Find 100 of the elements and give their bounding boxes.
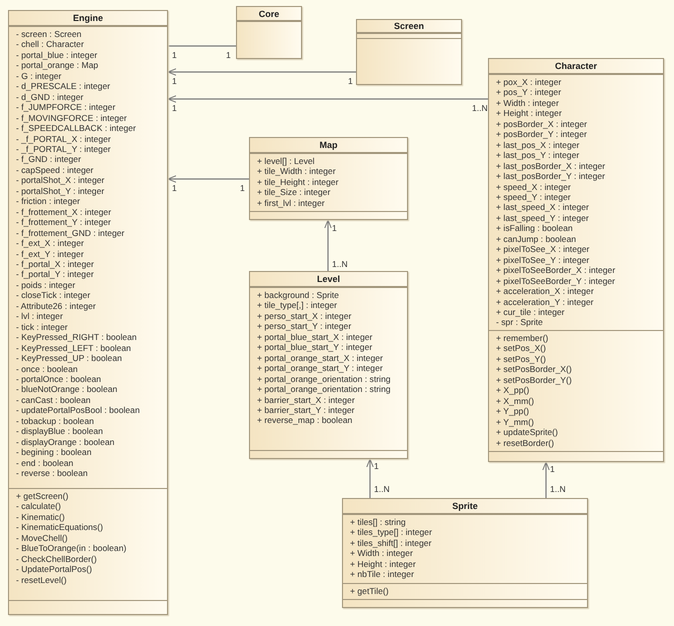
class-box (488, 58, 664, 462)
member-text: - begining : boolean (16, 447, 92, 458)
member-text: + portal_orange_orientation : string (257, 384, 391, 395)
member-text: + nbTile : integer (350, 569, 414, 580)
association-arrow (168, 175, 249, 183)
multiplicity-label: 1 (172, 76, 177, 86)
member-text: - friction : integer (16, 196, 80, 207)
member-text: - f_JUMPFORCE : integer (16, 102, 116, 113)
member-text: + last_speed_Y : integer (496, 212, 589, 224)
member-text: + canJump : boolean (496, 234, 576, 244)
member-text: - end : boolean (16, 458, 74, 468)
member-text: - f_frottement_GND : integer (16, 228, 124, 238)
class-name: Screen (394, 21, 424, 31)
class-name: Level (316, 274, 340, 284)
member-text: + posBorder_Y : integer (496, 129, 587, 140)
member-text: + tile_Size : integer (257, 187, 330, 198)
member-text: - displayOrange : boolean (16, 436, 114, 448)
multiplicity-label: 1 (172, 103, 177, 113)
member-text: + perso_start_X : integer (257, 310, 352, 322)
member-text: - portal_blue : integer (16, 50, 98, 60)
class-box (356, 19, 462, 85)
member-compartment (489, 74, 663, 330)
multiplicity-label: 1..N (332, 259, 348, 269)
member-text: - updatePortalPosBool : boolean (16, 405, 140, 416)
member-text: - chell : Character (16, 39, 84, 50)
class-box (249, 137, 408, 220)
member-text: + setPosBorder_X() (496, 364, 572, 375)
member-text: - resetLevel() (16, 574, 67, 586)
member-text: + portal_orange_orientation : string (257, 374, 391, 384)
member-text: - blueNotOrange : boolean (16, 384, 118, 395)
member-text: + pixelToSeeBorder_Y : integer (496, 276, 616, 286)
member-text: + pos_Y : integer (496, 87, 562, 98)
member-text: + last_pos_X : integer (496, 140, 580, 150)
member-text: - tobackup : boolean (16, 416, 94, 426)
member-text: - displayBlue : boolean (16, 426, 103, 437)
member-text: + portal_orange_start_X : integer (257, 352, 383, 364)
member-text: + pixelToSee_X : integer (496, 244, 590, 255)
member-text: - f_portal_X : integer (16, 258, 94, 270)
multiplicity-label: 1..N (550, 484, 566, 494)
member-text: + tile_Height : integer (257, 176, 338, 188)
member-text: - Attribute26 : integer (16, 300, 96, 312)
member-text: - once : boolean (16, 364, 78, 374)
member-text: + remember() (496, 333, 548, 344)
member-text: - KeyPressed_RIGHT : boolean (16, 332, 137, 343)
member-text: - KinematicEquations() (16, 522, 103, 533)
member-text: + Height : integer (496, 108, 562, 119)
association-arrow (324, 220, 332, 271)
member-text: - f_frottement_Y : integer (16, 217, 111, 228)
member-text: - d_PRESCALE : integer (16, 81, 110, 92)
member-text: + barrier_start_X : integer (257, 394, 355, 405)
member-text: - G : integer (16, 70, 62, 82)
member-text: - f_portal_Y : integer (16, 269, 94, 280)
multiplicity-label: 1 (172, 50, 177, 60)
member-text: + tile_Width : integer (257, 166, 336, 177)
member-text: - KeyPressed_LEFT : boolean (16, 342, 131, 354)
member-text: + portal_blue_start_X : integer (257, 332, 372, 342)
multiplicity-label: 1 (374, 461, 379, 471)
member-text: + last_posBorder_Y : integer (496, 171, 606, 182)
multiplicity-label: 1..N (472, 103, 488, 113)
member-text: - f_SPEEDCALLBACK : integer (16, 123, 136, 134)
member-text: + portal_blue_start_Y : integer (257, 342, 372, 353)
member-text: + resetBorder() (496, 438, 554, 448)
member-text: - f_frottement_X : integer (16, 206, 112, 218)
member-text: - reverse : boolean (16, 468, 88, 478)
member-text: + tiles_shift[] : integer (350, 538, 432, 548)
member-text: + tile_type[,] : integer (257, 300, 338, 311)
member-text: + last_posBorder_X : integer (496, 160, 606, 172)
member-text: - lvl : integer (16, 311, 63, 322)
class-name: Engine (72, 13, 103, 23)
class-name: Sprite (452, 501, 478, 511)
member-text: - d_GND : integer (16, 92, 84, 102)
member-text: + pixelToSee_Y : integer (496, 254, 590, 266)
member-text: - screen : Screen (16, 29, 82, 40)
member-text: + last_speed_X : integer (496, 202, 589, 213)
multiplicity-label: 1..N (374, 484, 390, 494)
member-text: + background : Sprite (257, 290, 339, 300)
member-text: + setPos_Y() (496, 354, 546, 364)
association-arrow (168, 95, 488, 103)
member-text: - f_ext_X : integer (16, 238, 84, 249)
member-compartment (250, 153, 407, 211)
multiplicity-label: 1 (240, 183, 245, 193)
multiplicity-label: 1 (172, 183, 177, 193)
association-line (168, 45, 236, 47)
member-text: + Y_pp() (496, 406, 530, 417)
member-text: + speed_Y : integer (496, 192, 571, 202)
member-text: + perso_start_Y : integer (257, 321, 352, 332)
member-text: + cur_tile : integer (496, 306, 565, 318)
member-text: - UpdatePortalPos() (16, 564, 92, 575)
member-text: + isFalling : boolean (496, 223, 573, 234)
member-text: - Kinematic() (16, 512, 65, 522)
member-text: + getScreen() (16, 491, 68, 502)
member-text: - capSpeed : integer (16, 164, 94, 176)
class-box (8, 10, 168, 615)
multiplicity-label: 1 (332, 223, 337, 233)
member-text: + acceleration_Y : integer (496, 296, 594, 307)
association-arrow (542, 462, 550, 498)
member-text: + Height : integer (350, 558, 416, 570)
member-text: - MoveChell() (16, 532, 68, 544)
member-text: - poids : integer (16, 280, 76, 290)
member-text: + getTile() (350, 586, 389, 596)
